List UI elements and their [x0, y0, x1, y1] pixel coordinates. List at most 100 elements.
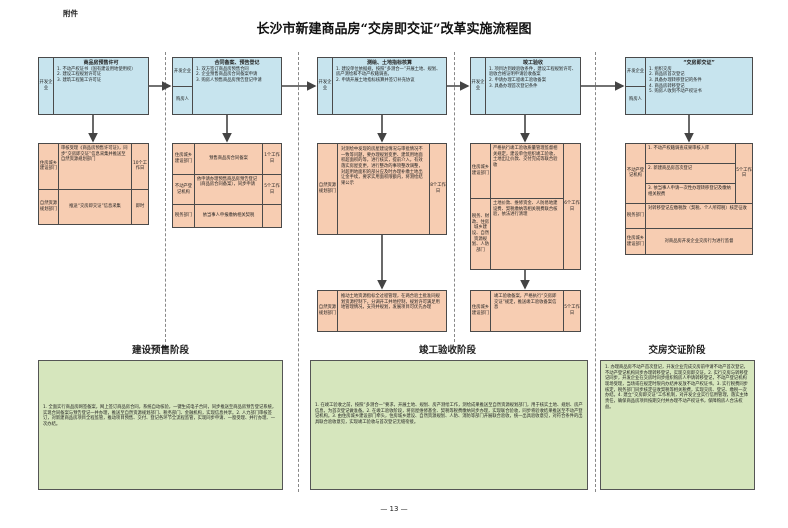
dept-time: 5个工作日 [736, 167, 752, 179]
dept-time: 6个工作日 [564, 200, 580, 212]
applicant-buyer: 购房人 [176, 97, 189, 103]
stage-box-line: 1. 项目达到竣验收条件，建设工程规划许可、验收合格证明申请验收备案 [489, 66, 577, 78]
dept-label: 住房城乡建设部门 [471, 144, 491, 198]
dept-label: 自然资源规划部门 [39, 189, 59, 224]
note-box-presale: 1. 全面实行商品房网签备案，网上签订商品房合同，系统自动核验，一键生成电子合同… [38, 360, 283, 490]
dept-time: 8个工作日 [430, 183, 446, 194]
dept-row: 税务部门 对转移登记应缴税款（契税、个人所得税）核定征收 [626, 203, 752, 230]
stage-box-line: 1. 建设单位依据规，按照“多测合一”开展土地、规划、房产测绘和不动产权籍调查。 [336, 66, 441, 78]
dept-label: 自然资源规划部门 [318, 144, 338, 234]
dept-label: 住房城乡建设部门 [626, 229, 646, 254]
column-divider [595, 52, 596, 492]
column-divider [454, 52, 455, 342]
dept-task: 依当事人申报缴纳相关契税 [195, 205, 263, 227]
stage-box-content: “交房即交证” 1. 组织交房 2. 商品房首次登记 3. 具备办理转移登记的条… [646, 58, 752, 114]
stage-box-line: 1. 不动产权证书（国有建设用地使用权） [57, 66, 136, 72]
stage-label-presale: 建设预售阶段 [131, 345, 189, 356]
dept-task: 1. 不动产权籍调查成果审核入库 [646, 144, 735, 164]
dept-row: 税务、财政、住房城乡建设、自然资源规划、人防部门 土地价款、维修资金、人防易地建… [471, 198, 563, 269]
stage-box-delivery-certificate: 开发企业 购房人 “交房即交证” 1. 组织交房 2. 商品房首次登记 3. 具… [625, 57, 753, 115]
note-box-acceptance: 1. 在竣工验收之前，按照“多测合一”要求，开展土地、规划、房产测绘工作，测绘成… [310, 360, 588, 490]
stage-box-presale-permit: 开发企业 商品房预售许可 1. 不动产权证书（国有建设用地使用权） 2. 建设工… [38, 57, 149, 115]
stage-label-acceptance: 竣工验收阶段 [418, 345, 476, 356]
dept-label: 不动产登记机构 [626, 144, 646, 203]
dept-task: 依申请办理预售商品房预告登记（商品房合同备案），同步申请 [195, 174, 263, 205]
applicant-label: 开发企业 [318, 58, 333, 114]
applicant-developer: 开发企业 [626, 58, 645, 87]
dept-time: 1个工作日 [264, 153, 280, 164]
dept-table-land-indicator: 自然资源规划部门 推动土地资源指标全过程管理，在两合验土批准同规划资源控制下，分… [317, 290, 447, 332]
applicant-label: 开发企业 购房人 [626, 58, 646, 114]
dept-label: 住房城乡建设部门 [471, 291, 491, 331]
applicant-label: 开发企业 购房人 [173, 58, 193, 114]
dept-time: 5个工作日 [564, 305, 580, 316]
stage-box-line: 3. 购房人预售商品房预告登记申请 [196, 77, 262, 83]
dept-task: 对转移登记应缴税款（契税、个人所得税）核定征收 [648, 205, 747, 211]
stage-box-heading: 合同备案、预告登记 [214, 60, 260, 66]
page-number: — 13 — [380, 505, 408, 513]
applicant-label: 开发企业 [471, 58, 486, 114]
stage-box-content: 合同备案、预告登记 1. 双方签订商品房预售合同 2. 企业预售商品房合同备案申… [193, 58, 281, 114]
column-divider [165, 52, 166, 342]
stage-box-line: 2. 建设工程规划许可证 [57, 72, 102, 78]
stage-box-content: 商品房预售许可 1. 不动产权证书（国有建设用地使用权） 2. 建设工程规划许可… [54, 58, 148, 114]
dept-row: 不动产登记机构 1. 不动产权籍调查成果审核入库 2. 新建商品房首次登记 3.… [626, 144, 752, 204]
applicant-buyer: 购房人 [629, 97, 642, 103]
dept-task: 推送“交房即交证”信息采集 [59, 189, 132, 224]
dept-row: 不动产登记机构 依申请办理预售商品房预告登记（商品房合同备案），同步申请 5个工… [173, 174, 281, 206]
stage-box-heading: 商品房预售许可 [83, 60, 119, 66]
dept-table-delivery: 不动产登记机构 1. 不动产权籍调查成果审核入库 2. 新建商品房首次登记 3.… [625, 143, 753, 255]
dept-task: 推动土地资源指标全过程管理，在两合验土批准同规划资源控制下，分调开工并地控制，规… [341, 294, 440, 311]
dept-row: 税务部门 依当事人申报缴纳相关契税 [173, 205, 281, 227]
dept-table-acceptance-filing: 住房城乡建设部门 竣工验收备案，严格执行“交房即交证”规定，推送竣工验收备案信息… [470, 290, 581, 332]
stage-box-line: 5. 购房人收到不动产权证书 [649, 89, 702, 95]
stage-box-line: 1. 双方签订商品房预售合同 [196, 66, 249, 72]
dept-row: 住房城乡建设部门 对商品房开发企业交房行为进行监督 [626, 229, 752, 254]
note-box-delivery: 1. 办理商品房不动产首次登记，开发企业完成交房前申请不动产首次登记，不动产登记… [600, 360, 755, 490]
applicant-label: 开发企业 [39, 58, 54, 114]
stage-box-line: 2. 商品房首次登记 [649, 72, 685, 78]
dept-task: 3. 依当事人申请一次性办理转移登记及缴纳相关税费 [648, 185, 731, 197]
stage-box-line: 2. 申请办理工程竣工验收备案 [489, 77, 547, 83]
dept-task: 竣工验收备案，严格执行“交房即交证”规定，推送竣工验收备案信息 [491, 291, 564, 331]
dept-label: 自然资源规划部门 [318, 291, 338, 331]
stage-label-delivery: 交房交证阶段 [648, 345, 706, 356]
dept-time: 即时 [135, 203, 145, 209]
column-divider [298, 52, 299, 492]
dept-task: 对商品房开发企业交房行为进行监督 [664, 238, 734, 244]
stage-box-heading: 测绘、土地指标核算 [366, 60, 412, 66]
annex-label: 附件 [63, 9, 78, 18]
dept-row: 自然资源规划部门 推送“交房即交证”信息采集 即时 [39, 189, 148, 224]
stage-box-line: 2. 企业预售商品房合同备案申请 [196, 72, 258, 78]
dept-table-contract: 住房城乡建设部门 预售商品房合同备案 1个工作日 不动产登记机构 依申请办理预售… [172, 143, 282, 228]
dept-label: 税务部门 [173, 205, 195, 227]
stage-box-line: 3. 具备办理转移登记的条件 [649, 77, 702, 83]
dept-task: 审核受理《商品房预售许可证》，同步“交房即交证”信息采集并推送至自然资源规划部门 [59, 144, 132, 189]
dept-task: 严格执行竣工验收质量管理监督相关规定，建设单位组织竣工验收，土地出让价款、交付完… [493, 146, 558, 169]
dept-task: 2. 新建商品房首次登记 [646, 164, 735, 184]
dept-task: 土地价款、维修资金、人防易地建设费、契税缴纳等相关税费联合核验，依法进行清理 [493, 200, 558, 218]
stage-box-contract-filing: 开发企业 购房人 合同备案、预告登记 1. 双方签订商品房预售合同 2. 企业预… [172, 57, 282, 115]
stage-box-line: 1. 组织交房 [649, 66, 672, 72]
dept-time: 10个工作日 [132, 160, 148, 172]
dept-label: 税务部门 [626, 203, 646, 229]
page-title: 长沙市新建商品房“交房即交证”改革实施流程图 [256, 22, 532, 37]
dept-time: 5个工作日 [264, 183, 280, 195]
stage-box-line: 2. 申请开展土地指标核算并签订补充协议 [336, 77, 415, 83]
dept-table-survey: 自然资源规划部门 对测绘中发现的房屋建设情况与审批情况不一致等问题，要办理规划变… [317, 143, 447, 235]
stage-box-content: 竣工验收 1. 项目达到竣验收条件，建设工程规划许可、验收合格证明申请验收备案 … [486, 58, 580, 114]
stage-box-completion-acceptance: 开发企业 竣工验收 1. 项目达到竣验收条件，建设工程规划许可、验收合格证明申请… [470, 57, 581, 115]
dept-row: 住房城乡建设部门 审核受理《商品房预售许可证》，同步“交房即交证”信息采集并推送… [39, 144, 148, 190]
dept-label: 税务、财政、住房城乡建设、自然资源规划、人防部门 [471, 198, 491, 269]
stage-box-content: 测绘、土地指标核算 1. 建设单位依据规，按照“多测合一”开展土地、规划、房产测… [333, 58, 446, 114]
dept-table-acceptance: 住房城乡建设部门 严格执行竣工验收质量管理监督相关规定，建设单位组织竣工验收，土… [470, 143, 581, 270]
stage-box-heading: 竣工验收 [522, 60, 543, 66]
applicant-developer: 开发企业 [173, 58, 192, 87]
dept-label: 住房城乡建设部门 [39, 144, 59, 189]
dept-task: 预售商品房合同备案 [195, 144, 263, 174]
stage-box-heading: “交房即交证” [683, 60, 715, 66]
stage-box-line: 4. 商品房转移登记 [649, 83, 685, 89]
stage-box-survey: 开发企业 测绘、土地指标核算 1. 建设单位依据规，按照“多测合一”开展土地、规… [317, 57, 447, 115]
stage-box-line: 3. 具备办理首次登记条件 [489, 83, 538, 89]
